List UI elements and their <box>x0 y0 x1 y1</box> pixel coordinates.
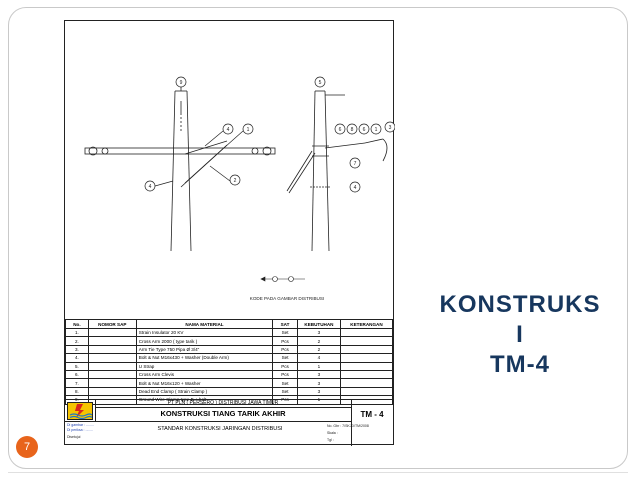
table-row: 4.Bolt & Nut M16x430 + Washer (Double Ar… <box>65 353 393 363</box>
title-block-divider <box>351 400 352 446</box>
slide-title-line-2: I <box>516 321 524 348</box>
col-header-sap: NOMOR SAP <box>87 319 137 329</box>
callout-side-1: 1 <box>375 127 378 133</box>
approved-by: Disetujui <box>67 435 81 439</box>
callout-1: 1 <box>247 127 250 133</box>
materials-table-header: No. NOMOR SAP NAMA MATERIAL SAT KEBUTUHA… <box>65 319 393 329</box>
callout-9: 9 <box>180 80 183 86</box>
col-header-material: NAMA MATERIAL <box>135 319 274 329</box>
company-name: PT PLN ( PERSERO ) DISTRIBUSI JAWA TIMUR <box>95 400 351 408</box>
pln-logo-icon <box>67 402 93 420</box>
page-number-badge: 7 <box>16 436 38 458</box>
drawn-by: Di gambar : ........ <box>67 423 94 427</box>
legend-caption: KODE PADA GAMBAR DISTRIBUSI <box>250 296 324 301</box>
slide-title-line-3: TM-4 <box>490 351 550 378</box>
drawing-title: KONSTRUKSI TIANG TARIK AKHIR <box>95 407 351 422</box>
slide-title-line-1: KONSTRUKS <box>439 291 601 318</box>
callout-side-5: 5 <box>319 80 322 86</box>
drawing-number: No. Gbr : 7/SKJD/TM/2008 <box>327 424 369 428</box>
drawing-title-block: PT PLN ( PERSERO ) DISTRIBUSI JAWA TIMUR… <box>65 399 393 446</box>
callout-side-6: 6 <box>339 127 342 133</box>
front-view-pole <box>170 87 192 252</box>
callout-4: 4 <box>227 127 230 133</box>
title-block-divider <box>95 400 96 421</box>
pole-drawing: 9 4 1 2 4 <box>84 76 395 301</box>
col-header-note: KETERANGAN <box>340 319 393 329</box>
construction-drawing-sheet: 9 4 1 2 4 <box>64 20 395 446</box>
callout-side-3: 3 <box>389 125 392 131</box>
side-view-pole <box>286 90 388 252</box>
front-view-callouts: 9 4 1 2 4 <box>144 76 254 192</box>
col-header-no: No. <box>65 319 89 329</box>
checked-by: Di periksa : ........ <box>67 428 94 432</box>
drawing-scale: Skala : <box>327 431 338 435</box>
side-view-callouts: 5 6 8 6 1 3 7 4 <box>314 76 395 193</box>
materials-table: No. NOMOR SAP NAMA MATERIAL SAT KEBUTUHA… <box>65 319 393 405</box>
callout-side-4: 4 <box>354 185 357 191</box>
callout-4b: 4 <box>149 184 152 190</box>
title-block-divider <box>65 421 351 422</box>
callout-side-6b: 6 <box>363 127 366 133</box>
drawing-standard: STANDAR KONSTRUKSI JARINGAN DISTRIBUSI <box>157 426 283 432</box>
front-view-crossarm <box>84 101 276 188</box>
drawing-date: Tgl : <box>327 438 334 442</box>
col-header-unit: SAT <box>272 319 298 329</box>
callout-side-7: 7 <box>354 161 357 167</box>
bottom-rule <box>8 472 628 473</box>
distribution-code-legend <box>260 276 305 282</box>
drawing-code: TM - 4 <box>360 410 384 419</box>
callout-side-8: 8 <box>351 127 354 133</box>
slide-title: KONSTRUKS I TM-4 <box>420 290 620 380</box>
callout-2: 2 <box>234 178 237 184</box>
col-header-qty: KEBUTUHAN <box>296 319 342 329</box>
